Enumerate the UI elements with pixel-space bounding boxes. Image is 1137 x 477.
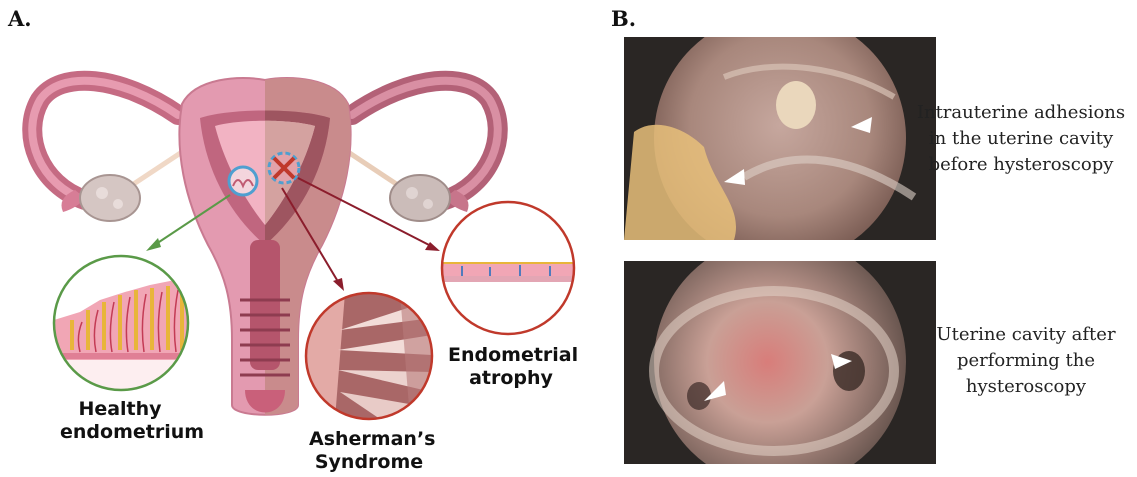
healthy-endometrium-zoom — [54, 256, 190, 390]
healthy-endometrium-label: Healthy endometrium — [60, 398, 180, 444]
endometrial-atrophy-label: Endometrial atrophy — [448, 344, 574, 390]
caption-before-hysteroscopy: Intrauterine adhesions in the uterine ca… — [905, 100, 1137, 178]
hysteroscopy-photo-after — [624, 261, 936, 464]
panel-b-label: B. — [611, 6, 636, 31]
ovary-right — [390, 175, 450, 221]
endometrial-atrophy-zoom — [442, 202, 574, 334]
asherman-zoom — [306, 293, 432, 419]
asherman-syndrome-label: Asherman’s Syndrome — [309, 428, 429, 474]
caption-after-hysteroscopy: Uterine cavity after performing the hyst… — [915, 322, 1137, 400]
healthy-marker-icon — [229, 167, 257, 195]
ovary-left — [80, 175, 140, 221]
pathology-marker-icon — [269, 153, 299, 183]
hysteroscopy-photo-before — [624, 37, 936, 240]
